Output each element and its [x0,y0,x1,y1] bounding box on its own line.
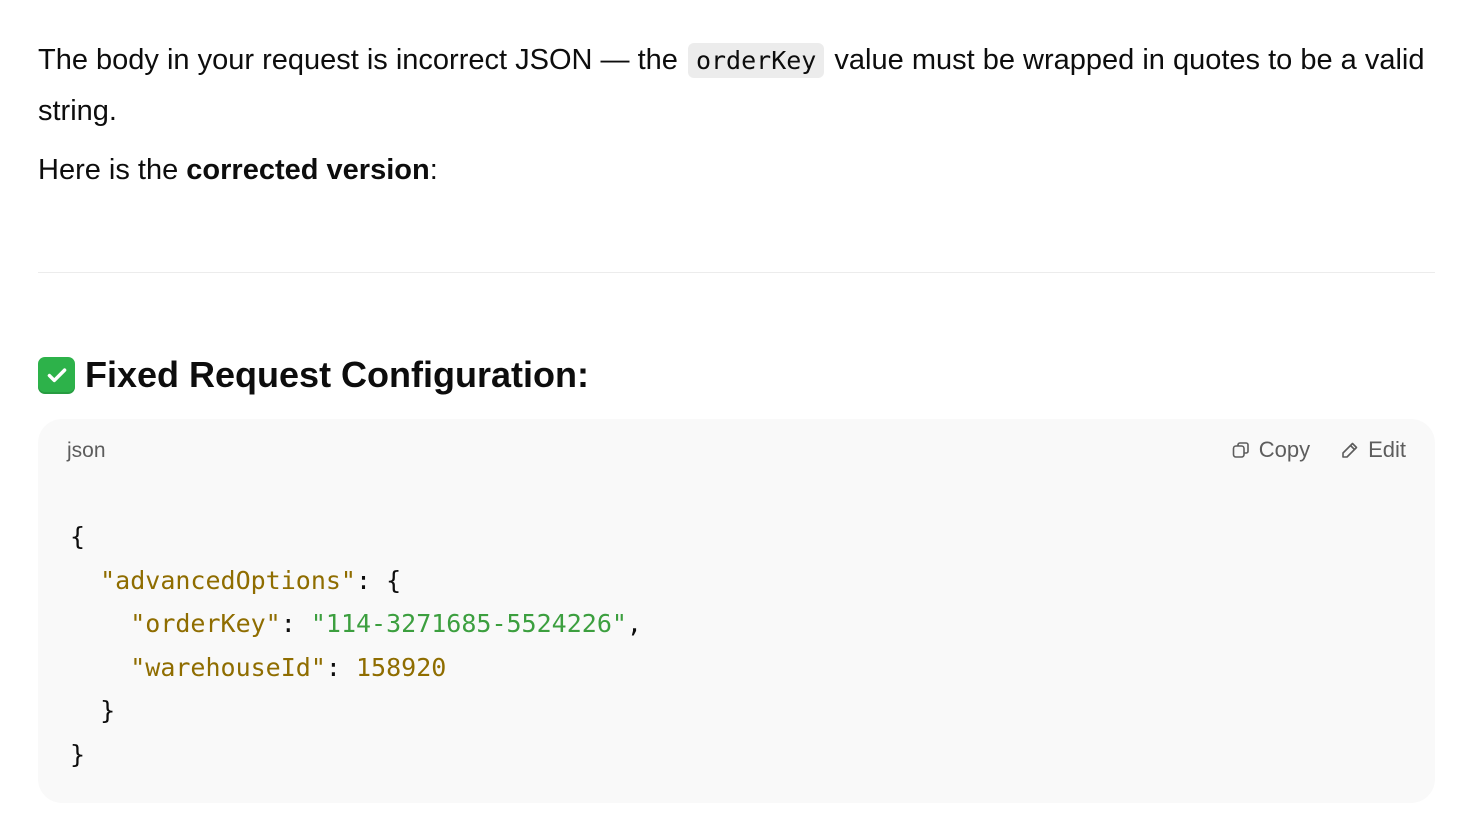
code-token: , [626,609,642,638]
check-mark-button-icon [38,356,75,394]
code-language-label: json [67,439,106,462]
code-actions: Copy Edit [1201,437,1406,463]
code-block-header: json Copy Edit [38,419,1435,483]
code-token: } [100,696,116,725]
code-token-key: "orderKey" [130,609,281,638]
explanation-text-start: The body in your request is incorrect JS… [38,44,686,76]
pencil-icon [1342,442,1358,458]
code-content: { "advancedOptions": { "orderKey": "114-… [70,515,642,776]
code-token-key: "advancedOptions" [100,565,356,595]
copy-button-label: Copy [1258,437,1311,462]
code-block: json Copy Edit { "advanced [38,419,1435,803]
code-token-number: 158920 [356,652,447,682]
assistant-message: The body in your request is incorrect JS… [38,0,1435,803]
edit-button[interactable]: Edit [1340,437,1406,463]
intro-bold-text: corrected version [186,154,430,186]
edit-button-label: Edit [1368,437,1406,462]
code-token: : [280,609,311,638]
intro-paragraph: Here is the corrected version: [38,136,1435,194]
code-token-key: "warehouseId" [130,652,326,682]
inline-code-orderkey: orderKey [687,43,825,78]
code-token: { [70,522,86,551]
code-token: } [70,739,86,769]
code-token: : { [355,565,402,595]
code-token-string: "114-3271685-5524226" [310,609,627,638]
intro-text-end: : [429,154,438,186]
code-token: : [325,652,356,682]
section-heading-text: Fixed Request Configuration: [85,354,589,395]
explanation-text-end: value must be wrapped in quotes to be a … [38,44,1425,127]
copy-icon [1232,442,1249,458]
section-heading: Fixed Request Configuration: [38,352,589,398]
horizontal-divider [38,272,1435,273]
intro-text-start: Here is the [38,154,187,186]
explanation-paragraph: The body in your request is incorrect JS… [38,0,1435,136]
copy-button[interactable]: Copy [1231,437,1310,463]
